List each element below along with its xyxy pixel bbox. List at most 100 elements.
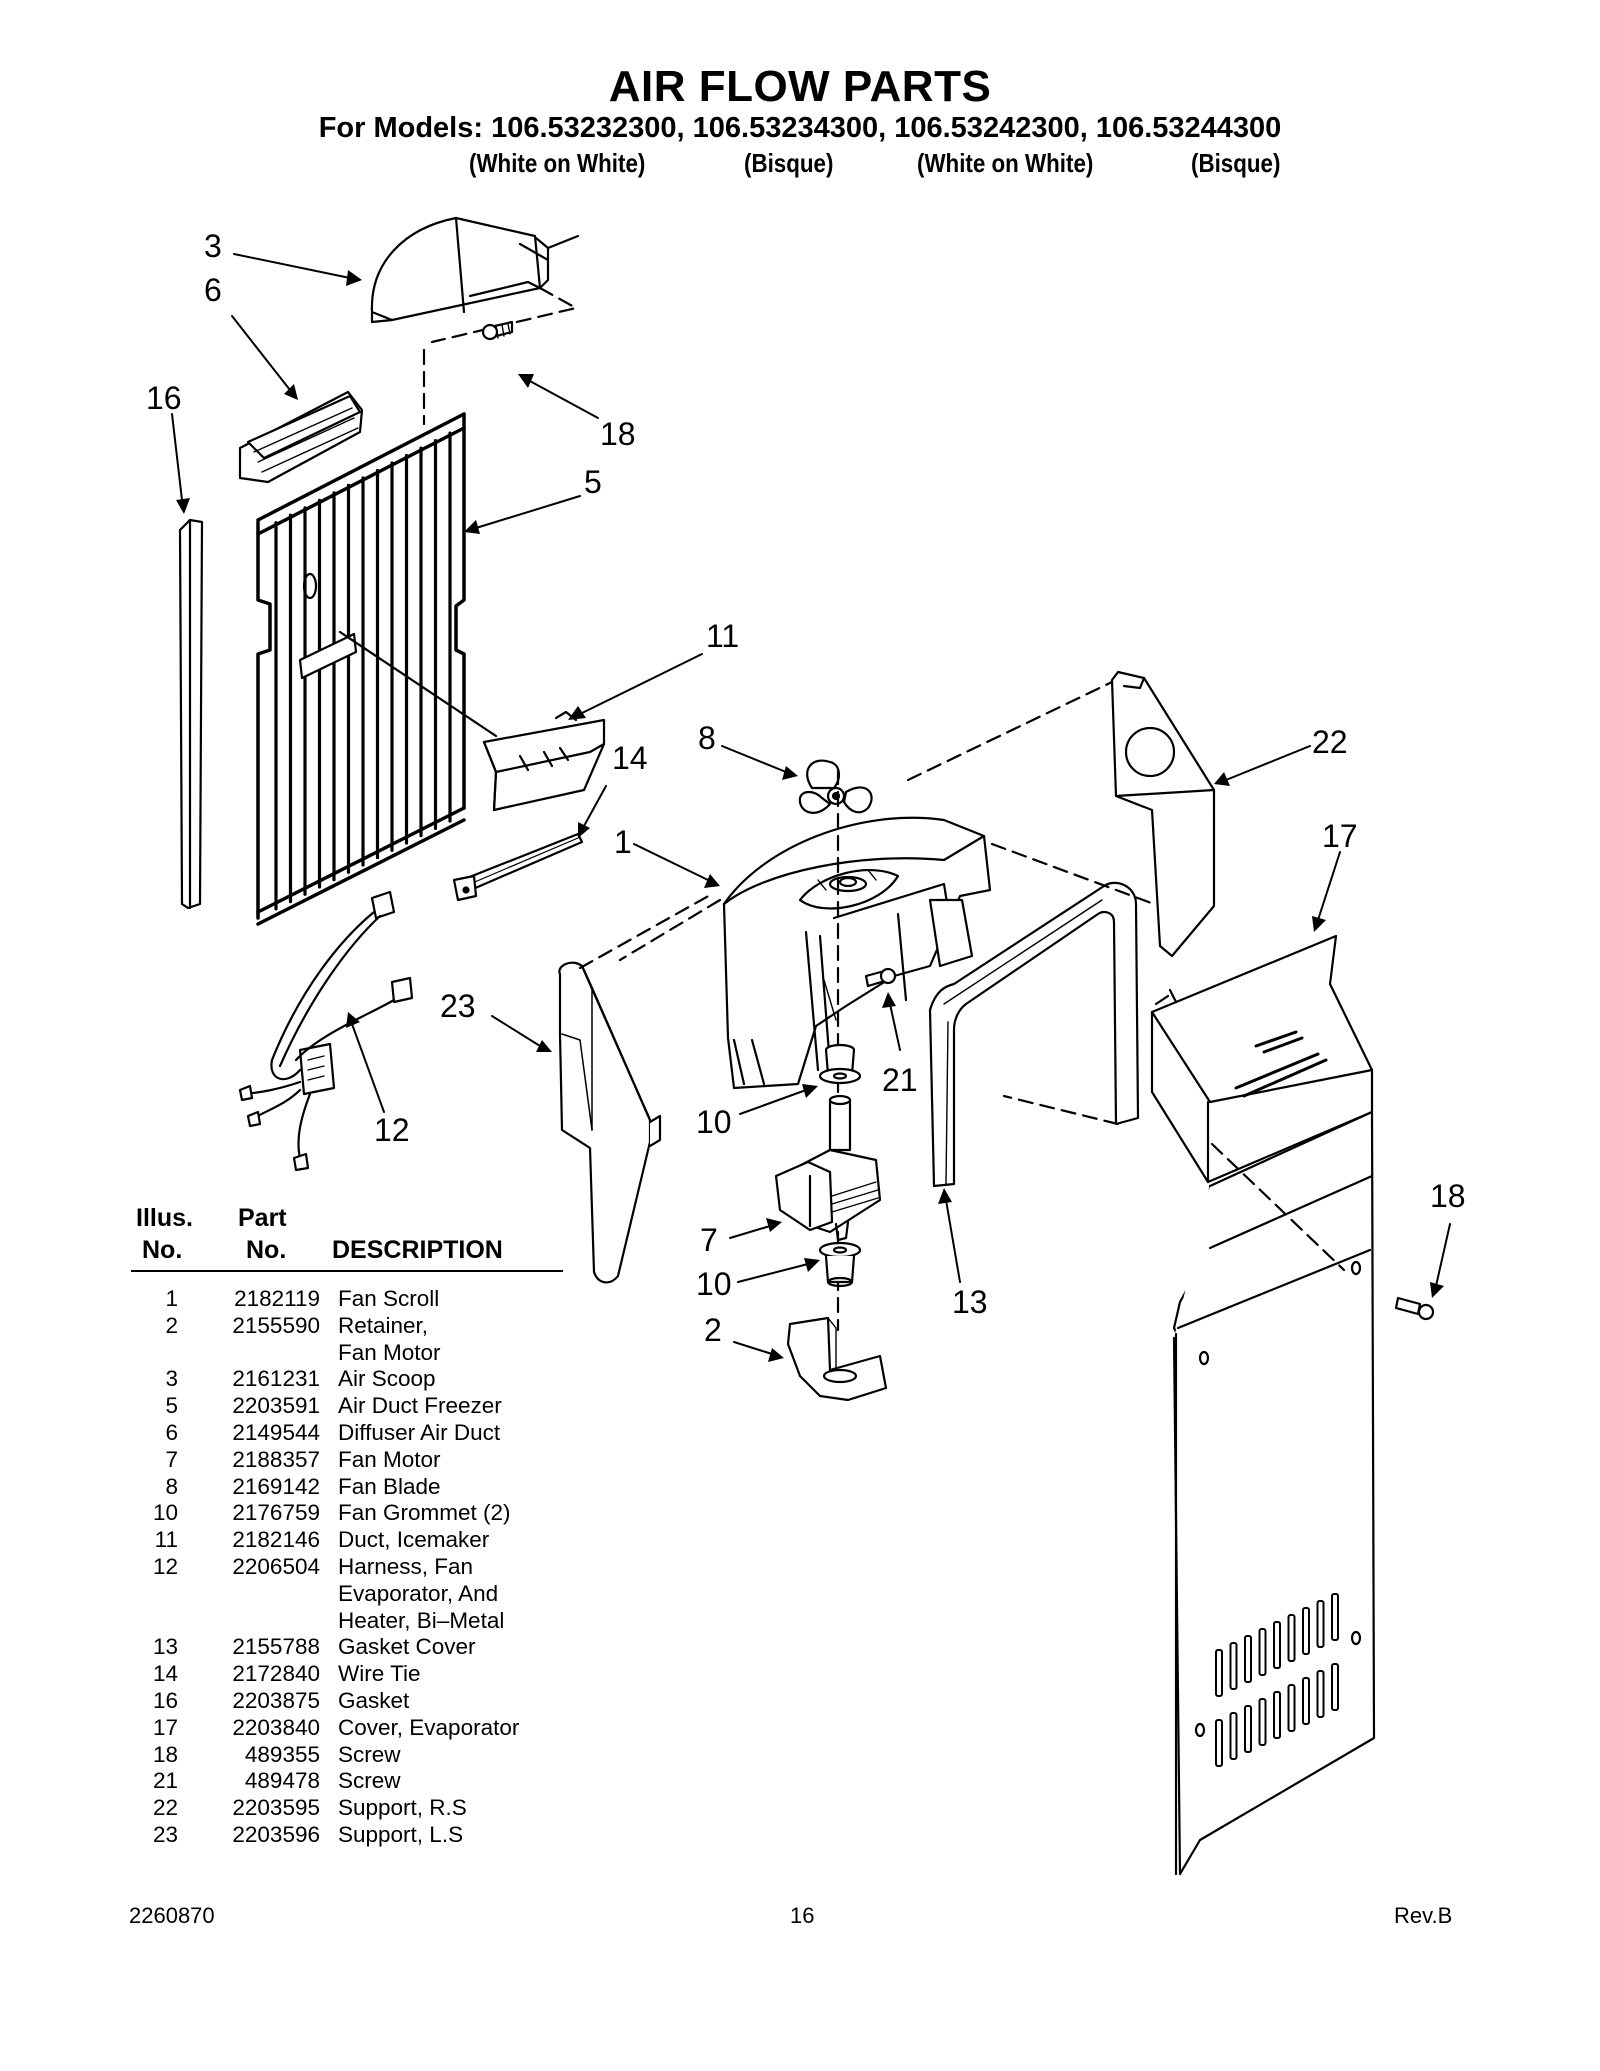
fan-grommet-part xyxy=(818,1241,862,1288)
part-description: Gasket xyxy=(338,1688,410,1713)
callout-label: 17 xyxy=(1322,818,1358,854)
finish-label: (Bisque) xyxy=(744,148,834,178)
leader-arrow xyxy=(231,315,298,400)
part-description: Fan Motor xyxy=(338,1339,441,1365)
part-number: 2161231 xyxy=(232,1366,320,1392)
fan-blade-part xyxy=(798,759,873,814)
air-scoop-part xyxy=(370,216,580,324)
illus-number: 18 xyxy=(152,1741,178,1767)
part-number: 2169142 xyxy=(232,1473,320,1499)
illus-number: 22 xyxy=(152,1795,178,1821)
finish-label: (Bisque) xyxy=(1191,148,1281,178)
leader-arrow xyxy=(346,1012,385,1113)
callout-label: 3 xyxy=(204,228,222,264)
table-header-illus-no: No. xyxy=(142,1236,183,1264)
part-description: Retainer, xyxy=(338,1312,429,1338)
illus-number: 1 xyxy=(165,1286,178,1311)
finish-label: (White on White) xyxy=(917,148,1094,178)
part-description: Support, R.S xyxy=(338,1795,467,1821)
leader-arrow xyxy=(733,1341,784,1362)
retainer-part xyxy=(786,1316,888,1402)
callout-label: 12 xyxy=(374,1112,410,1148)
leader-arrow xyxy=(1312,851,1341,932)
assembly-line xyxy=(990,842,1156,906)
table-header-illus: Illus. xyxy=(136,1204,193,1232)
part-description: Fan Motor xyxy=(338,1446,441,1472)
screw-part xyxy=(864,967,897,988)
part-description: Fan Grommet (2) xyxy=(338,1500,511,1526)
part-number: 2176759 xyxy=(232,1500,320,1526)
illus-number: 14 xyxy=(152,1661,178,1687)
table-row: 14 2172840 Wire Tie xyxy=(0,1661,600,1688)
callout-label: 13 xyxy=(952,1284,988,1320)
assembly-line xyxy=(430,286,578,344)
part-description: Wire Tie xyxy=(338,1661,421,1687)
table-divider xyxy=(131,1270,563,1272)
callout-label: 8 xyxy=(698,720,716,756)
evaporator-cover-part xyxy=(1150,934,1376,1876)
page-title: AIR FLOW PARTS xyxy=(608,62,992,111)
gasket-cover-part xyxy=(928,881,1140,1188)
callout-label: 11 xyxy=(706,618,740,654)
table-row: 22 2203595 Support, R.S xyxy=(0,1795,600,1822)
leader-arrows xyxy=(171,253,1451,1362)
table-row: Heater, Bi–Metal xyxy=(0,1608,600,1635)
illus-number: 21 xyxy=(152,1768,178,1794)
leader-arrow xyxy=(721,745,798,780)
illus-number: 7 xyxy=(165,1446,178,1472)
part-description: Cover, Evaporator xyxy=(338,1714,520,1740)
table-header-description: DESCRIPTION xyxy=(332,1236,503,1264)
wire-harness-part xyxy=(238,890,414,1172)
assembly-line xyxy=(578,892,714,970)
leader-arrow xyxy=(491,1015,552,1052)
part-number: 2182146 xyxy=(232,1527,320,1553)
illus-number: 3 xyxy=(165,1366,178,1392)
part-number: 489355 xyxy=(244,1741,320,1767)
finish-label: (White on White) xyxy=(469,148,646,178)
leader-arrow xyxy=(233,253,362,286)
part-description: Harness, Fan xyxy=(338,1554,474,1579)
part-number: 489478 xyxy=(244,1768,320,1794)
diffuser-part xyxy=(238,390,364,484)
callout-label: 5 xyxy=(584,464,602,500)
part-number: 2206504 xyxy=(232,1554,320,1579)
callout-label: 14 xyxy=(612,740,648,776)
table-header-part-no: No. xyxy=(246,1236,287,1264)
air-duct-freezer-part xyxy=(256,412,466,926)
fan-motor-part xyxy=(774,1094,882,1242)
callout-label: 18 xyxy=(600,416,636,452)
illus-number: 13 xyxy=(152,1634,178,1660)
callout-label: 21 xyxy=(882,1062,918,1098)
illus-number: 16 xyxy=(152,1688,178,1713)
leader-arrow xyxy=(464,495,581,534)
screw-part xyxy=(481,320,514,341)
assembly-line xyxy=(618,898,722,962)
part-number: 2155788 xyxy=(232,1634,320,1660)
document-number: 2260870 xyxy=(129,1903,215,1928)
wire-tie-part xyxy=(452,832,584,902)
part-description: Heater, Bi–Metal xyxy=(338,1607,505,1633)
leader-arrow xyxy=(633,843,720,888)
leader-arrow xyxy=(737,1258,820,1283)
callout-label: 18 xyxy=(1430,1178,1466,1214)
part-number: 2149544 xyxy=(232,1420,320,1445)
part-number: 2172840 xyxy=(232,1661,320,1687)
right-support-part xyxy=(1110,670,1216,958)
part-number: 2203595 xyxy=(232,1795,320,1821)
callout-label: 16 xyxy=(146,380,182,416)
fan-scroll-part xyxy=(722,816,992,1090)
leader-arrow xyxy=(1430,1223,1451,1298)
left-support-part xyxy=(558,961,662,1284)
leader-arrow xyxy=(938,1188,961,1283)
leader-arrow xyxy=(568,653,703,720)
